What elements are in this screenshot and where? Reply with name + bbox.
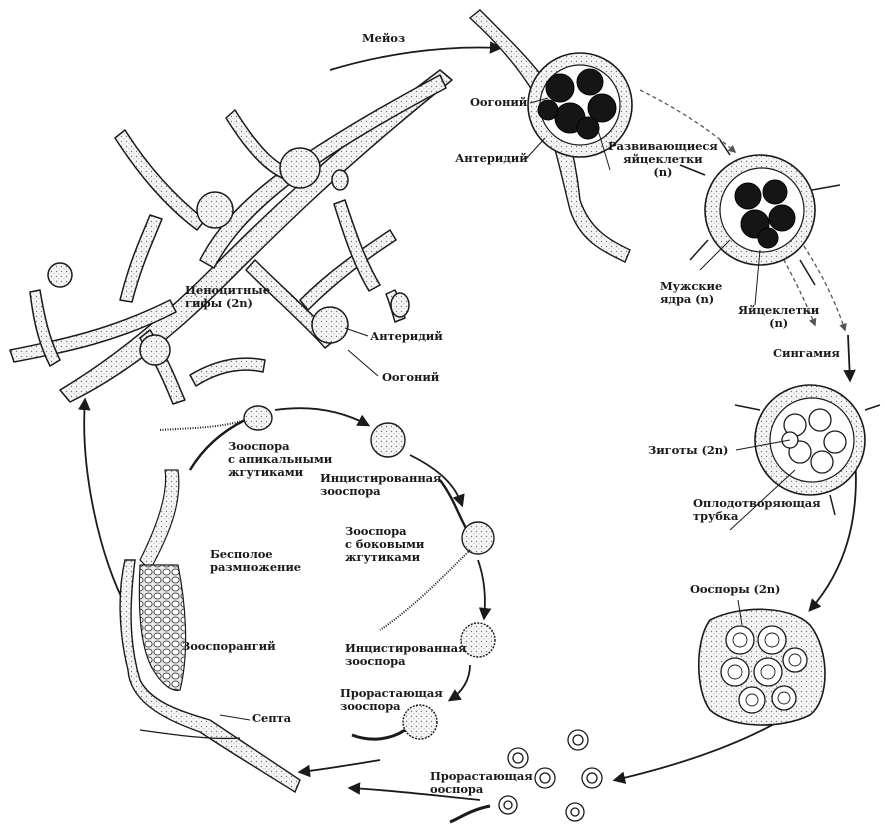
arrow-asex-3	[478, 560, 485, 618]
label-male-nuclei: Мужские ядра (n)	[660, 280, 722, 306]
label-septum: Септа	[252, 712, 291, 725]
label-encysted-1: Инцистированная зооспора	[320, 472, 441, 498]
label-coenocytic-hyphae: Ценоцитные гифы (2n)	[185, 284, 270, 310]
label-zoospore-apical: Зооспора с апикальными жгутиками	[228, 440, 332, 479]
germinating-oospore-hypha	[450, 806, 490, 822]
label-fert-tube: Оплодотворяющая трубка	[693, 497, 821, 523]
arrow-back-asexual	[300, 760, 380, 772]
arrow-meiosis	[330, 47, 500, 70]
label-antheridium-top: Антеридий	[455, 152, 528, 165]
coenocytic-hyphae	[10, 70, 452, 404]
label-oogonium-top: Оогоний	[470, 96, 527, 109]
label-syngamy: Сингамия	[773, 347, 840, 360]
arrow-asex-1	[275, 408, 368, 425]
arrow-syngamy	[848, 335, 850, 380]
label-developing-eggs: Развивающиеся яйцеклетки (n)	[608, 140, 718, 179]
label-egg-cells: Яйцеклетки (n)	[738, 304, 819, 330]
label-germ-oospore: Прорастающая ооспора	[430, 770, 533, 796]
oospore-oogonium	[699, 609, 825, 725]
label-meiosis: Мейоз	[362, 32, 405, 45]
label-zygotes: Зиготы (2n)	[648, 444, 728, 457]
label-asexual: Бесполое размножение	[210, 548, 301, 574]
label-encysted-2: Инцистированная зооспора	[345, 642, 466, 668]
label-oospores: Ооспоры (2n)	[690, 583, 780, 596]
label-zoospore-lateral: Зооспора с боковыми жгутиками	[345, 525, 424, 564]
label-antheridium-left: Антеридий	[370, 330, 443, 343]
arrow-asex-4	[450, 665, 470, 700]
label-germ-zoospore: Прорастающая зооспора	[340, 687, 443, 713]
label-oogonium-left: Оогоний	[382, 371, 439, 384]
label-sporangium: Зооспорангий	[182, 640, 276, 653]
